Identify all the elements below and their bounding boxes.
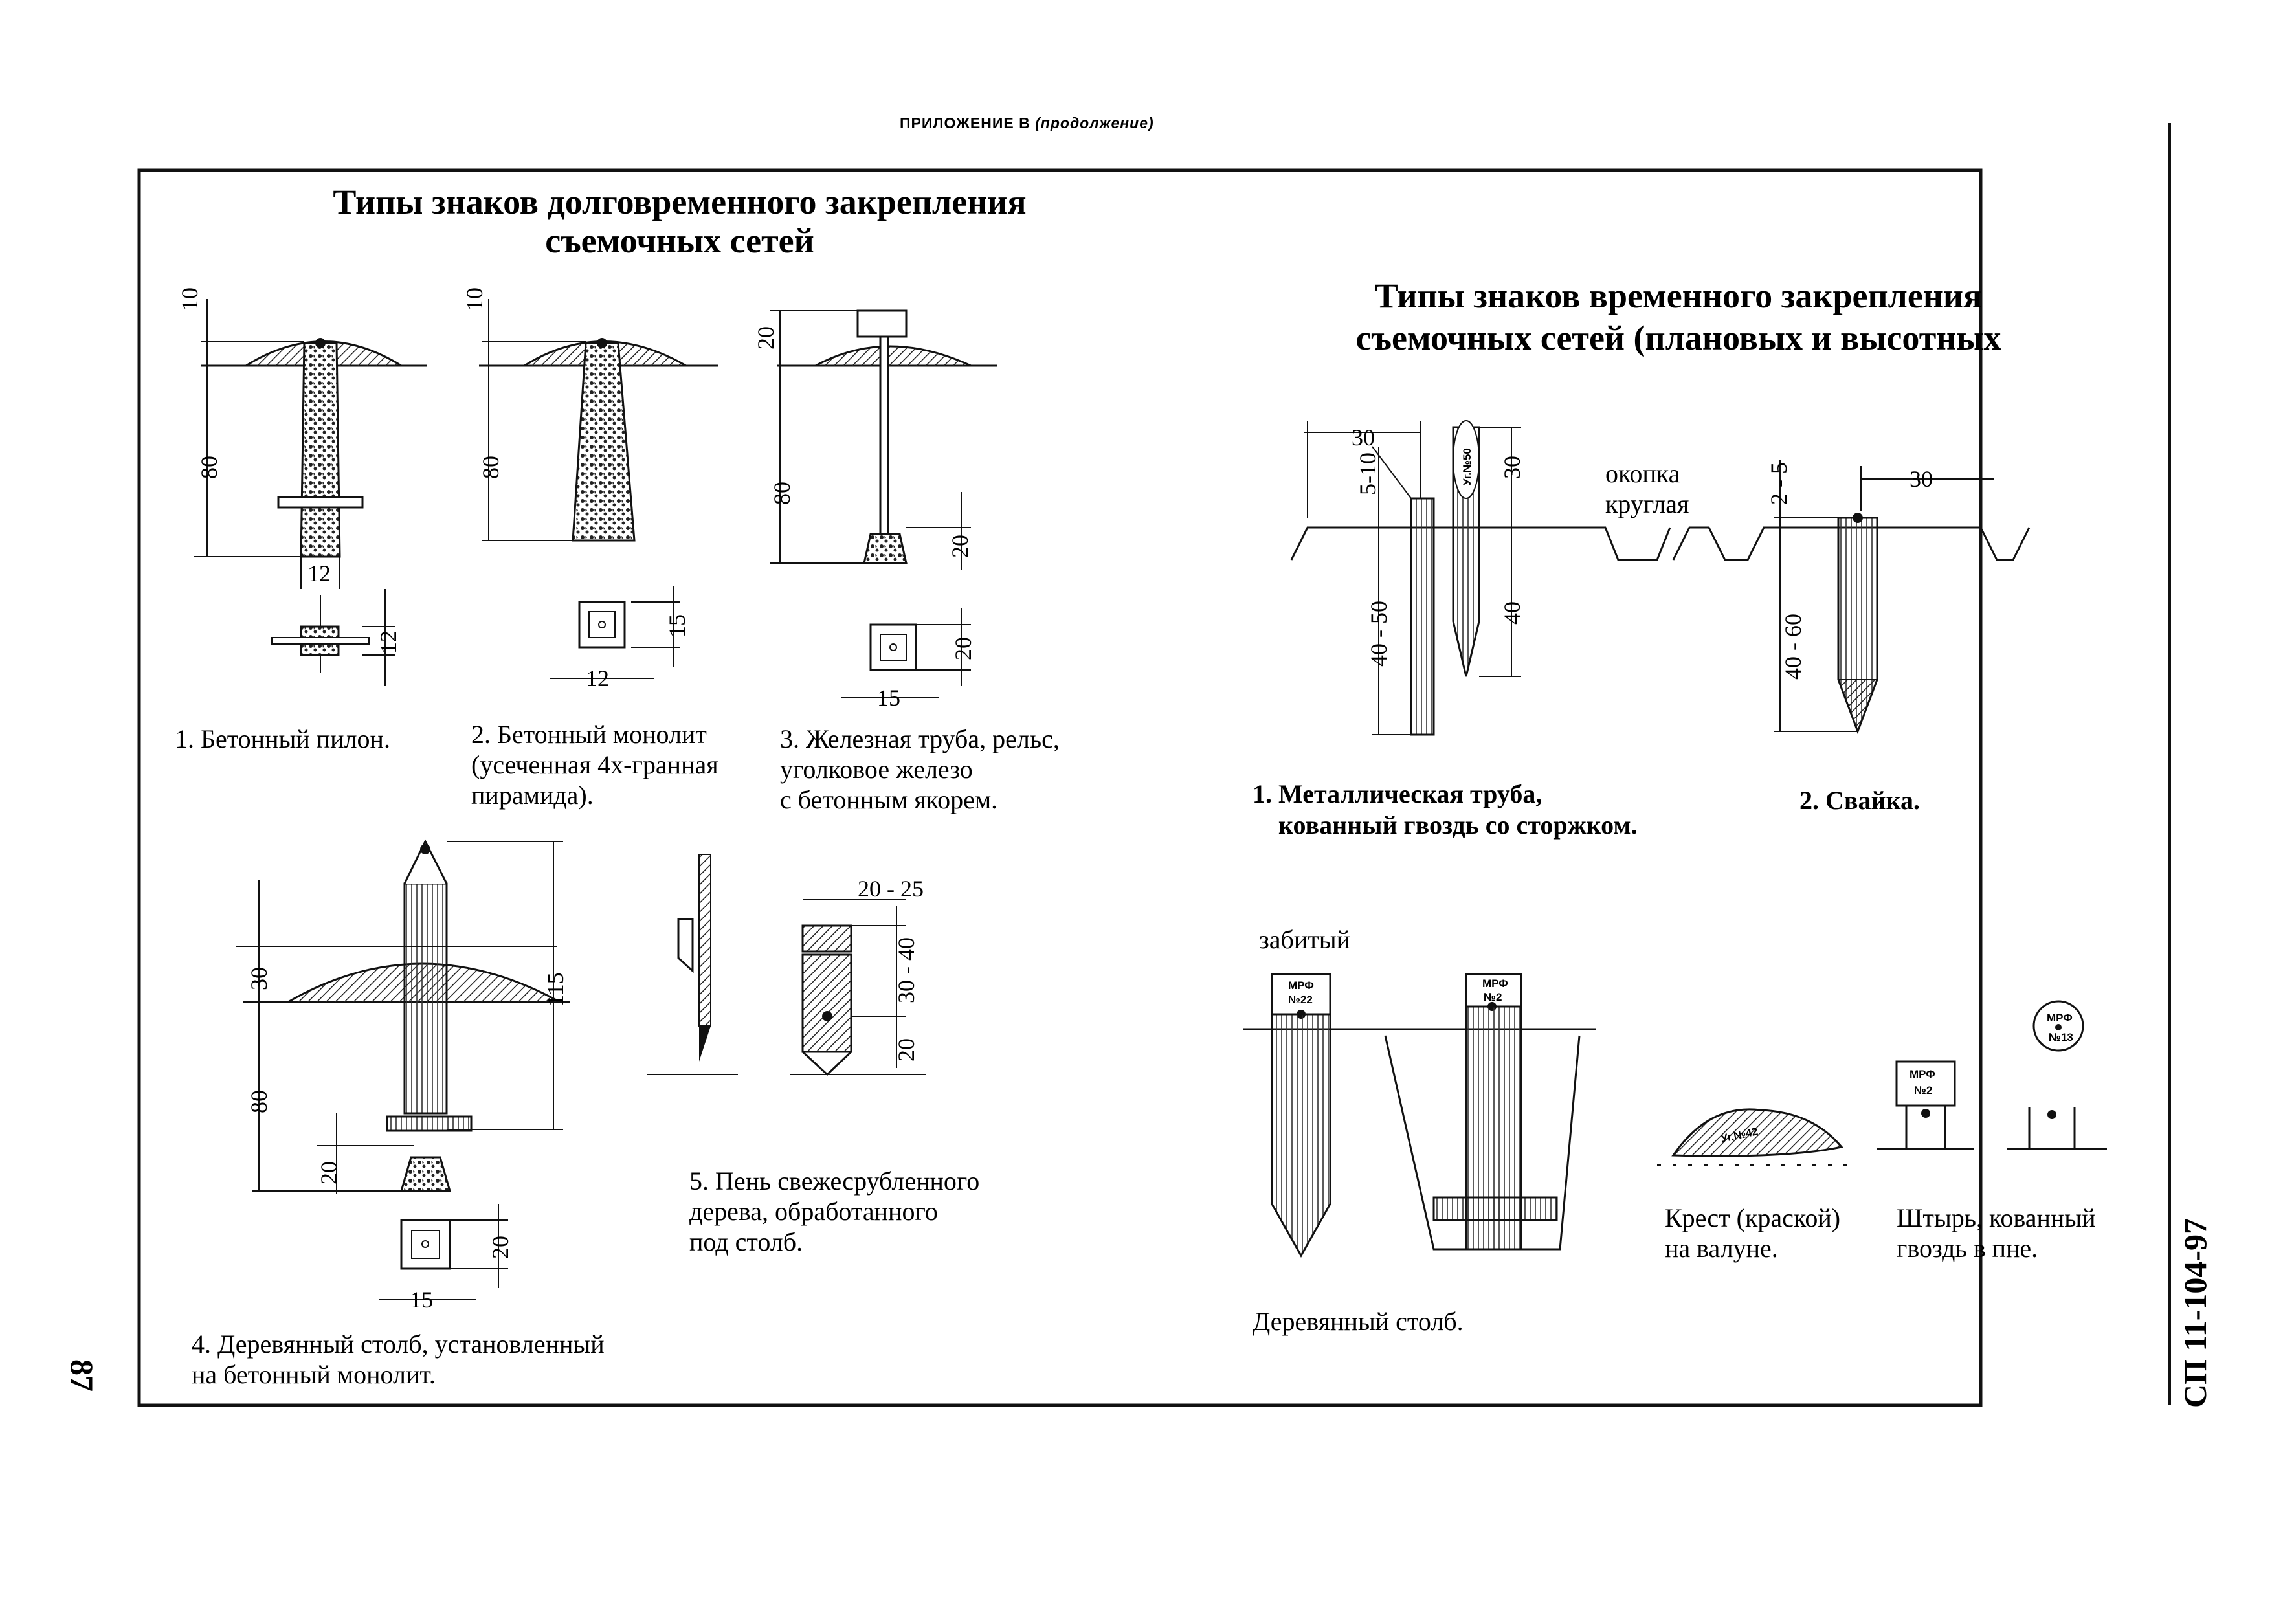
svg-text:№2: №2 xyxy=(1484,991,1502,1003)
left-title-line1: Типы знаков долговременного закрепления xyxy=(333,183,1026,221)
svg-text:10: 10 xyxy=(462,287,487,311)
fig4-wooden-post: 30 80 20 115 20 15 xyxy=(236,839,570,1313)
main-frame xyxy=(137,168,1983,1407)
label-zabity: забитый xyxy=(1259,925,1350,954)
svg-text:20: 20 xyxy=(893,1038,919,1062)
fig-r4-cross-boulder: Уг.№42 xyxy=(1657,1108,1858,1166)
svg-text:10: 10 xyxy=(177,287,203,311)
svg-text:20: 20 xyxy=(487,1236,513,1259)
svg-text:115: 115 xyxy=(542,972,568,1007)
svg-text:20: 20 xyxy=(753,326,779,350)
fig5-stump: 30 - 40 20 20 - 25 xyxy=(647,854,926,1076)
svg-text:МРФ: МРФ xyxy=(1288,979,1314,992)
svg-text:№2: №2 xyxy=(1914,1084,1932,1096)
caption-fig5-line2: дерева, обработанного xyxy=(689,1197,938,1226)
svg-text:20: 20 xyxy=(947,535,973,558)
caption-pin-line2: гвоздь в пне. xyxy=(1897,1234,2038,1263)
svg-text:МРФ: МРФ xyxy=(1482,977,1508,990)
svg-text:80: 80 xyxy=(246,1090,272,1113)
fig-r5-pin: МРФ №2 МРФ №13 xyxy=(1877,1000,2107,1150)
caption-fig4-line2: на бетонный монолит. xyxy=(192,1360,436,1389)
svg-text:5-10: 5-10 xyxy=(1355,452,1381,495)
caption-fig5-line3: под столб. xyxy=(689,1227,803,1256)
svg-text:15: 15 xyxy=(410,1287,433,1313)
svg-text:30: 30 xyxy=(246,967,272,990)
fig2-concrete-monolith: 10 80 15 12 xyxy=(462,287,718,691)
caption-fig3-line2: уголковое железо xyxy=(780,755,973,784)
appendix-header: ПРИЛОЖЕНИЕ В (продолжение) xyxy=(900,115,1154,131)
right-title-line2: съемочных сетей (плановых и высотных xyxy=(1356,318,2001,357)
document-code: СП 11-104-97 xyxy=(2177,1218,2213,1408)
caption-fig2-line1: 2. Бетонный монолит xyxy=(471,720,707,749)
svg-text:№22: №22 xyxy=(1288,994,1313,1006)
svg-text:12: 12 xyxy=(375,630,401,654)
caption-r1-line2: кованный гвоздь со сторжком. xyxy=(1278,810,1638,840)
okopka-label-line2: круглая xyxy=(1605,489,1689,518)
svg-text:МРФ: МРФ xyxy=(2047,1012,2073,1024)
svg-text:80: 80 xyxy=(478,456,504,479)
svg-text:12: 12 xyxy=(586,665,609,691)
svg-text:30: 30 xyxy=(1499,456,1525,479)
caption-fig3-line1: 3. Железная труба, рельс, xyxy=(780,724,1060,753)
caption-fig2-line2: (усеченная 4х-гранная xyxy=(471,750,718,779)
svg-text:Уг.№50: Уг.№50 xyxy=(1461,448,1473,485)
svg-text:40: 40 xyxy=(1499,601,1525,625)
caption-r2: 2. Свайка. xyxy=(1799,786,1920,815)
left-title-line2: съемочных сетей xyxy=(545,221,814,260)
svg-text:30 - 40: 30 - 40 xyxy=(893,937,919,1003)
caption-cross-line2: на валуне. xyxy=(1665,1234,1778,1263)
svg-text:80: 80 xyxy=(769,482,795,505)
right-title-line1: Типы знаков временного закрепления xyxy=(1375,276,1983,315)
fig-r2-stake: 2 - 5 40 - 60 30 xyxy=(1672,460,2031,735)
caption-wood-post: Деревянный столб. xyxy=(1253,1307,1464,1336)
caption-r1-line1: 1. Металлическая труба, xyxy=(1253,779,1542,808)
svg-text:30: 30 xyxy=(1910,466,1933,492)
svg-text:30: 30 xyxy=(1352,425,1375,450)
svg-text:12: 12 xyxy=(307,561,331,586)
svg-text:15: 15 xyxy=(877,685,900,711)
fig1-concrete-pylon: 10 80 12 12 xyxy=(177,287,427,686)
caption-fig5-line1: 5. Пень свежесрубленного xyxy=(689,1166,979,1196)
svg-text:40 - 50: 40 - 50 xyxy=(1366,601,1392,667)
svg-text:20 - 25: 20 - 25 xyxy=(858,876,924,902)
svg-text:80: 80 xyxy=(196,456,222,479)
svg-text:2 - 5: 2 - 5 xyxy=(1766,462,1792,505)
fig-r1-metal-pipe: Уг.№50 30 5-10 40 - 50 30 40 xyxy=(1290,420,1671,736)
caption-fig4-line1: 4. Деревянный столб, установленный xyxy=(192,1329,605,1359)
svg-text:15: 15 xyxy=(664,614,690,638)
okopka-label-line1: окопка xyxy=(1605,459,1680,488)
fig3-iron-pipe: 20 80 20 20 15 xyxy=(753,309,997,711)
caption-fig1: 1. Бетонный пилон. xyxy=(175,724,390,753)
svg-text:20: 20 xyxy=(316,1161,342,1185)
svg-text:МРФ: МРФ xyxy=(1910,1068,1935,1080)
caption-cross-line1: Крест (краской) xyxy=(1665,1203,1840,1232)
fig-r3-wooden-posts: МРФ №22 МРФ №2 xyxy=(1243,973,1596,1258)
svg-text:20: 20 xyxy=(950,637,976,660)
svg-text:№13: №13 xyxy=(2049,1031,2073,1043)
caption-fig2-line3: пирамида). xyxy=(471,781,594,810)
svg-text:40 - 60: 40 - 60 xyxy=(1780,614,1806,680)
caption-pin-line1: Штырь, кованный xyxy=(1897,1203,2096,1232)
caption-fig3-line3: с бетонным якорем. xyxy=(780,785,997,814)
page-number: 87 xyxy=(64,1359,100,1392)
